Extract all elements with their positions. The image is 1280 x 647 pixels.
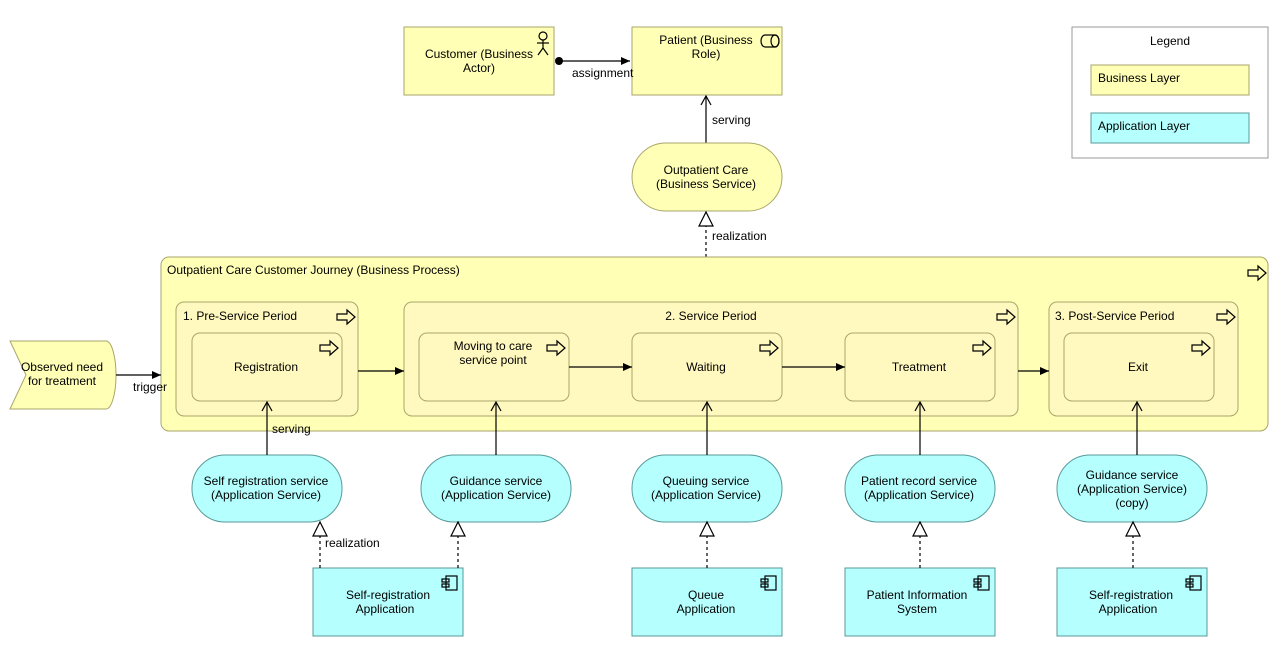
self-reg-service-label-2: (Application Service) bbox=[211, 488, 321, 502]
process-arrow-icon bbox=[1247, 264, 1267, 282]
waiting-label: Waiting bbox=[686, 360, 726, 374]
assignment-label: assignment bbox=[572, 66, 634, 80]
actor-label-1: Customer (Business bbox=[425, 47, 533, 61]
registration-label: Registration bbox=[234, 360, 298, 374]
registration-step[interactable]: Registration bbox=[191, 332, 343, 402]
guidance-app-service[interactable]: Guidance service (Application Service) bbox=[420, 454, 572, 523]
moving-label-2: service point bbox=[459, 353, 527, 367]
queue-application[interactable]: Queue Application bbox=[631, 567, 783, 637]
pis-label-1: Patient Information bbox=[867, 588, 968, 602]
legend-application-label: Application Layer bbox=[1098, 119, 1190, 133]
process-arrow-icon bbox=[996, 308, 1016, 326]
selfreg2-label-2: Application bbox=[1099, 602, 1158, 616]
serving-label-bottom: serving bbox=[272, 422, 311, 436]
self-reg-service-label-1: Self registration service bbox=[204, 474, 329, 488]
realization-label-bottom: realization bbox=[325, 536, 380, 550]
self-registration-app-service[interactable]: Self registration service (Application S… bbox=[191, 454, 343, 523]
treatment-label: Treatment bbox=[892, 360, 947, 374]
role-label-1: Patient (Business bbox=[659, 33, 752, 47]
pis-label-2: System bbox=[897, 602, 937, 616]
component-icon bbox=[1185, 575, 1202, 591]
outpatient-care-business-service[interactable]: Outpatient Care (Business Service) bbox=[631, 142, 783, 212]
component-icon bbox=[441, 575, 458, 591]
patient-information-system[interactable]: Patient Information System bbox=[844, 567, 996, 637]
guidance-copy-app-service[interactable]: Guidance service (Application Service) (… bbox=[1056, 454, 1208, 523]
queuing-service-label-1: Queuing service bbox=[663, 474, 750, 488]
queue-label-2: Application bbox=[677, 602, 736, 616]
legend-title: Legend bbox=[1150, 34, 1190, 48]
serving-label-top: serving bbox=[712, 113, 751, 127]
process-arrow-icon bbox=[1191, 339, 1211, 357]
selfreg2-label-1: Self-registration bbox=[1089, 588, 1173, 602]
role-icon bbox=[760, 34, 780, 48]
exit-step[interactable]: Exit bbox=[1063, 332, 1215, 402]
self-registration-application-2[interactable]: Self-registration Application bbox=[1056, 567, 1208, 637]
process-arrow-icon bbox=[972, 339, 992, 357]
self-registration-application-1[interactable]: Self-registration Application bbox=[312, 567, 464, 637]
outpatient-service-label-2: (Business Service) bbox=[656, 177, 756, 191]
moving-step[interactable]: Moving to care service point bbox=[418, 332, 570, 402]
process-arrow-icon bbox=[336, 308, 356, 326]
trigger-label: trigger bbox=[133, 380, 167, 394]
selfreg1-label-2: Application bbox=[356, 602, 415, 616]
record-service-label-1: Patient record service bbox=[861, 474, 977, 488]
legend-business-label: Business Layer bbox=[1098, 71, 1180, 85]
queuing-service-label-2: (Application Service) bbox=[651, 488, 761, 502]
process-title: Outpatient Care Customer Journey (Busine… bbox=[167, 263, 460, 277]
legend: Legend Business Layer Application Layer bbox=[1071, 26, 1269, 159]
event-label-1: Observed need bbox=[21, 360, 103, 374]
guidance-copy-label-1: Guidance service bbox=[1086, 468, 1179, 482]
exit-label: Exit bbox=[1128, 360, 1149, 374]
treatment-step[interactable]: Treatment bbox=[844, 332, 996, 402]
process-arrow-icon bbox=[319, 339, 339, 357]
queue-label-1: Queue bbox=[688, 588, 724, 602]
service-period-title: 2. Service Period bbox=[665, 309, 756, 323]
actor-label-2: Actor) bbox=[463, 61, 495, 75]
pre-service-title: 1. Pre-Service Period bbox=[183, 309, 297, 323]
guidance-copy-label-2: (Application Service) bbox=[1077, 482, 1187, 496]
patient-record-app-service[interactable]: Patient record service (Application Serv… bbox=[844, 454, 996, 523]
legend-business-layer: Business Layer bbox=[1090, 64, 1250, 96]
queuing-app-service[interactable]: Queuing service (Application Service) bbox=[631, 454, 783, 523]
role-label-2: Role) bbox=[692, 47, 721, 61]
moving-label-1: Moving to care bbox=[454, 339, 533, 353]
legend-application-layer: Application Layer bbox=[1090, 112, 1250, 144]
component-icon bbox=[973, 575, 990, 591]
guidance-copy-label-3: (copy) bbox=[1115, 496, 1148, 510]
process-arrow-icon bbox=[546, 339, 566, 357]
patient-business-role[interactable]: Patient (Business Role) bbox=[631, 26, 783, 96]
process-arrow-icon bbox=[759, 339, 779, 357]
process-arrow-icon bbox=[1216, 308, 1236, 326]
realization-label-top: realization bbox=[712, 229, 767, 243]
post-service-title: 3. Post-Service Period bbox=[1055, 309, 1174, 323]
record-service-label-2: (Application Service) bbox=[864, 488, 974, 502]
component-icon bbox=[760, 575, 777, 591]
waiting-step[interactable]: Waiting bbox=[631, 332, 783, 402]
outpatient-service-label-1: Outpatient Care bbox=[664, 163, 749, 177]
event-label-2: for treatment bbox=[28, 374, 97, 388]
guidance-service-label-1: Guidance service bbox=[450, 474, 543, 488]
selfreg1-label-1: Self-registration bbox=[346, 588, 430, 602]
guidance-service-label-2: (Application Service) bbox=[441, 488, 551, 502]
actor-icon bbox=[537, 31, 549, 56]
customer-business-actor[interactable]: Customer (Business Actor) bbox=[403, 26, 555, 96]
observed-need-business-event[interactable]: Observed need for treatment bbox=[9, 340, 117, 410]
